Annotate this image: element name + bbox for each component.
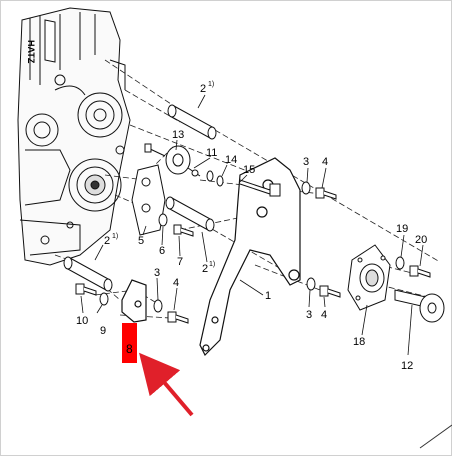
engine-block — [17, 7, 131, 266]
label-1: 1 — [265, 290, 271, 302]
label-11: 11 — [206, 147, 217, 159]
label-3-left: 3 — [154, 267, 160, 279]
block-8 — [121, 279, 147, 323]
washer-3-left — [153, 299, 163, 313]
label-14: 14 — [225, 154, 237, 166]
washer-9 — [99, 292, 109, 306]
washer-3-lower — [306, 277, 316, 291]
label-18: 18 — [353, 336, 365, 348]
spacer-sleeve-upper — [167, 104, 217, 140]
washer-6 — [158, 213, 168, 227]
label-3-lower: 3 — [306, 309, 312, 321]
highlight-arrow — [139, 352, 194, 417]
label-7: 7 — [177, 256, 183, 268]
label-12: 12 — [401, 360, 413, 372]
bracket-plate-5 — [131, 164, 166, 236]
shaft-12 — [394, 289, 445, 323]
spacer-sleeve-lower — [63, 256, 113, 292]
washers-14 — [206, 170, 224, 187]
label-8: 8 — [126, 342, 133, 356]
washer-3-upper — [301, 181, 311, 195]
label-20: 20 — [415, 234, 427, 246]
label-19: 19 — [396, 223, 408, 235]
label-13: 13 — [172, 129, 184, 141]
bolt-4-upper — [315, 187, 337, 200]
label-2-lower-sup: 1) — [112, 233, 118, 240]
label-2-middle: 2 — [202, 263, 208, 275]
bolt-20 — [409, 265, 431, 278]
spacer-sleeve-middle — [165, 196, 215, 232]
label-4-left: 4 — [173, 277, 179, 289]
label-3-upper: 3 — [303, 156, 309, 168]
highlight-box-8 — [122, 323, 137, 363]
label-15: 15 — [243, 164, 255, 176]
bolt-7 — [173, 224, 194, 237]
label-2-upper-sup: 1) — [208, 81, 214, 88]
bearing-flange-18 — [347, 244, 391, 311]
washer-19 — [395, 256, 405, 270]
bolt-15 — [239, 179, 281, 197]
label-5: 5 — [138, 235, 144, 247]
label-9: 9 — [100, 325, 106, 337]
label-10: 10 — [76, 315, 88, 327]
bolt-4-left — [167, 311, 189, 324]
label-4-lower: 4 — [321, 309, 327, 321]
label-2-lower: 2 — [104, 235, 110, 247]
label-2-upper: 2 — [200, 83, 206, 95]
label-2-middle-sup: 1) — [209, 261, 215, 268]
bolt-4-lower — [319, 285, 341, 298]
bolt-10 — [75, 283, 97, 296]
label-4-upper: 4 — [322, 156, 328, 168]
flange-hub — [144, 143, 201, 177]
label-6: 6 — [159, 245, 165, 257]
leader-lines — [80, 94, 424, 356]
engine-lettering: HATZ — [26, 40, 36, 64]
corner-line — [419, 424, 452, 449]
